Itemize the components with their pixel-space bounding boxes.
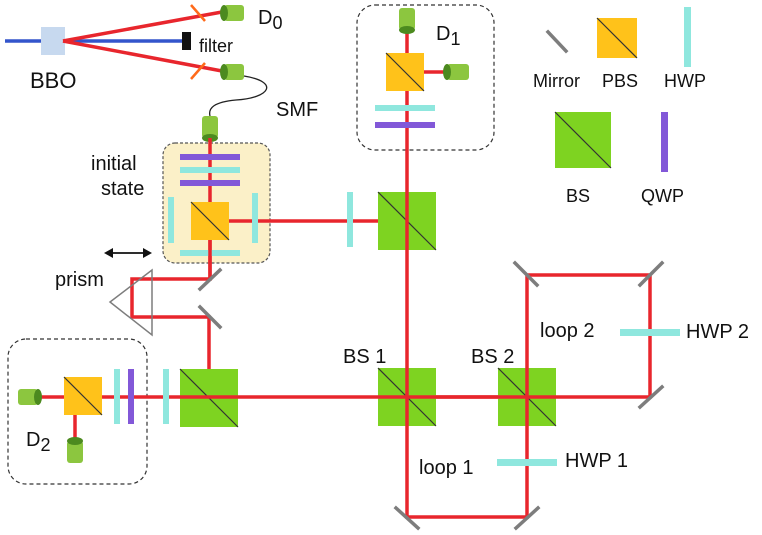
d0-detector [220, 5, 244, 21]
smf-label: SMF [276, 99, 318, 121]
prism-label: prism [55, 269, 104, 291]
single-mode-fiber [208, 75, 268, 117]
smf-coupler [220, 64, 244, 80]
initial-label: initial [91, 153, 137, 175]
hwp1-label: HWP 1 [565, 450, 628, 472]
hwp2-plate [620, 329, 680, 336]
mirror-loop1-bottom-right [513, 505, 541, 531]
arrow-head-left [104, 248, 113, 258]
legend-qwp-icon [661, 112, 668, 172]
d1-qwp [375, 122, 435, 128]
d2-enclosure [7, 338, 148, 485]
initial-pbs-diagonal [190, 201, 230, 241]
mirror-loop2-bottom-right [637, 384, 665, 410]
loop2-label: loop 2 [540, 320, 595, 342]
arrow-head-right [143, 248, 152, 258]
d1-hwp [375, 105, 435, 111]
bs1-label: BS 1 [343, 346, 386, 368]
bbo-label: BBO [30, 68, 76, 93]
hwp2-label: HWP 2 [686, 321, 749, 343]
legend-bs-diagonal [554, 111, 612, 169]
mirror-loop2-top-left [512, 260, 540, 288]
filter-mark-d0 [190, 4, 206, 22]
state-label: state [101, 178, 144, 200]
legend-mirror-label: Mirror [533, 71, 580, 91]
filter-label: filter [199, 36, 233, 56]
initial-hwp-left [168, 197, 174, 243]
hwp1-plate [497, 459, 557, 466]
legend-pbs-diagonal [596, 17, 638, 59]
d1-side-detector [443, 64, 469, 80]
d2-qwp [128, 369, 134, 424]
filter-block [182, 32, 191, 50]
loop1-label: loop 1 [419, 457, 474, 479]
d2-bottom-detector [67, 437, 83, 463]
legend-qwp-label: QWP [641, 186, 684, 206]
initial-qwp-lower [180, 180, 240, 186]
d1-pbs-diagonal [385, 52, 425, 92]
legend-mirror-icon [545, 29, 569, 54]
d0-label: D0 [258, 7, 282, 33]
d2-hwp [114, 369, 120, 424]
initial-hwp-top [180, 167, 240, 173]
hwp-upper-arm [347, 192, 353, 247]
prism [108, 268, 153, 337]
filter-mark-smf [190, 62, 206, 80]
d1-enclosure [356, 4, 495, 151]
legend-pbs-label: PBS [602, 71, 638, 91]
photon-path-d0 [62, 10, 223, 43]
bs2-label: BS 2 [471, 346, 514, 368]
mirror-loop2-top-right [637, 260, 665, 288]
mirror-prism-top [197, 267, 223, 292]
initial-qwp-top [180, 154, 240, 160]
mirror-loop1-bottom-left [393, 505, 421, 531]
d1-top-detector [399, 8, 415, 34]
hwp-lower-arm [163, 369, 169, 424]
legend-bs-label: BS [566, 186, 590, 206]
bbo-crystal [41, 27, 65, 55]
d1-label: D1 [436, 23, 460, 49]
legend-hwp-label: HWP [664, 71, 706, 91]
legend-hwp-icon [684, 7, 691, 67]
d2-pbs-diagonal [63, 376, 103, 416]
d2-side-detector [18, 389, 42, 405]
mirror-prism-bottom [197, 304, 223, 330]
d2-label: D2 [26, 429, 50, 455]
photon-path-smf [62, 39, 223, 73]
initial-hwp-side [252, 193, 258, 243]
